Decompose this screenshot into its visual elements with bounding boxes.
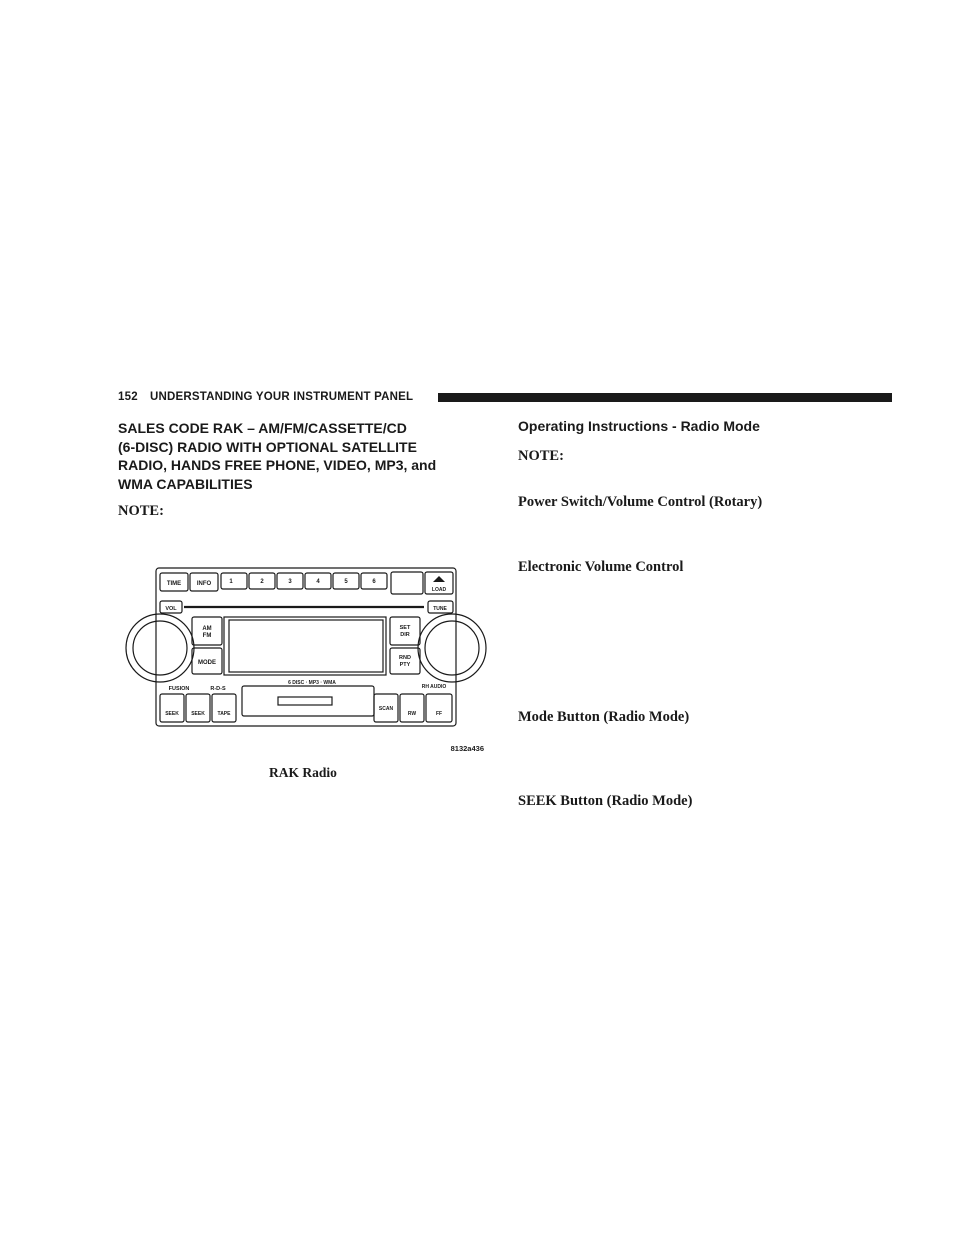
set-label: SET (400, 625, 411, 631)
rak-radio-illustration: TIME INFO 1 2 3 4 5 6 LOAD VOL TUNE AM (118, 560, 488, 760)
tune-button (427, 600, 454, 614)
figure-code: 8132a436 (451, 744, 484, 753)
tape-eject-button (211, 693, 237, 723)
seek-button-heading: SEEK Button (Radio Mode) (518, 793, 693, 809)
power-switch-volume-heading: Power Switch/Volume Control (Rotary) (518, 494, 763, 510)
set-dir-button (389, 616, 421, 646)
operating-instructions-heading: Operating Instructions - Radio Mode (518, 418, 760, 434)
eject-area (390, 571, 424, 595)
left-knob-ring (125, 613, 195, 683)
time-label: TIME (167, 581, 181, 587)
preset-2-button (248, 572, 276, 590)
preset-3-button (276, 572, 304, 590)
preset-6-label: 6 (372, 579, 376, 585)
preset-5-button (332, 572, 360, 590)
section-heading: SALES CODE RAK – AM/FM/CASSETTE/CD (6-DI… (118, 419, 488, 493)
mode-label: MODE (198, 660, 216, 666)
note-label-right: NOTE: (518, 448, 564, 464)
figure-caption: RAK Radio (269, 765, 337, 780)
cassette-door (241, 685, 375, 717)
ff-button (425, 693, 453, 723)
tape-label: TAPE (218, 711, 232, 717)
vol-button (159, 600, 183, 614)
seek-left-label: SEEK (165, 711, 179, 717)
fusion-label: FUSION (169, 686, 190, 692)
scan-button (373, 693, 399, 723)
am-label: AM (202, 626, 211, 632)
vol-label: VOL (165, 606, 177, 612)
rw-button (399, 693, 425, 723)
mode-button (191, 647, 223, 675)
display-frame (223, 616, 387, 676)
dir-label: DIR (400, 632, 410, 638)
load-button (424, 571, 454, 595)
preset-1-button (220, 572, 248, 590)
preset-5-label: 5 (344, 579, 348, 585)
scan-label: SCAN (379, 706, 394, 712)
left-knob (132, 620, 188, 676)
time-button (159, 572, 189, 592)
rnd-pty-button (389, 647, 421, 675)
ff-label: FF (436, 711, 442, 717)
radio-faceplate (155, 567, 457, 727)
header-rule (438, 393, 892, 402)
preset-3-label: 3 (288, 579, 292, 585)
rnd-label: RND (399, 655, 411, 661)
right-knob-ring (417, 613, 487, 683)
preset-2-label: 2 (260, 579, 264, 585)
section-title: UNDERSTANDING YOUR INSTRUMENT PANEL (150, 391, 414, 403)
am-fm-button (191, 616, 223, 646)
info-button (189, 572, 219, 592)
page-number: 152 (118, 391, 138, 403)
note-label-left: NOTE: (118, 503, 164, 519)
load-label: LOAD (432, 587, 447, 593)
running-header: 152 UNDERSTANDING YOUR INSTRUMENT PANEL (118, 390, 892, 404)
pty-label: PTY (400, 662, 411, 668)
right-knob (424, 620, 480, 676)
seek-left-button (159, 693, 185, 723)
info-label: INFO (197, 581, 212, 587)
seek-right-button (185, 693, 211, 723)
heading-line: WMA CAPABILITIES (118, 475, 253, 492)
preset-4-label: 4 (316, 579, 320, 585)
preset-1-label: 1 (229, 579, 233, 585)
electronic-volume-heading: Electronic Volume Control (518, 559, 684, 575)
mode-button-heading: Mode Button (Radio Mode) (518, 709, 690, 725)
preset-4-button (304, 572, 332, 590)
heading-line: SALES CODE RAK – AM/FM/CASSETTE/CD (118, 420, 407, 436)
tune-label: TUNE (433, 606, 447, 612)
seek-right-label: SEEK (191, 711, 205, 717)
display-screen (228, 619, 384, 673)
cassette-slot (277, 696, 333, 706)
rds-label: R-D-S (210, 686, 226, 692)
rh-audio-label: RH AUDIO (422, 684, 447, 690)
preset-6-button (360, 572, 388, 590)
rw-label: RW (408, 711, 417, 717)
heading-line: RADIO, HANDS FREE PHONE, VIDEO, MP3, and (118, 457, 437, 473)
disc-info-label: 6 DISC · MP3 · WMA (288, 680, 336, 686)
fm-label: FM (203, 633, 212, 639)
load-icon (433, 576, 445, 582)
heading-line: (6-DISC) RADIO WITH OPTIONAL SATELLITE (118, 438, 417, 455)
